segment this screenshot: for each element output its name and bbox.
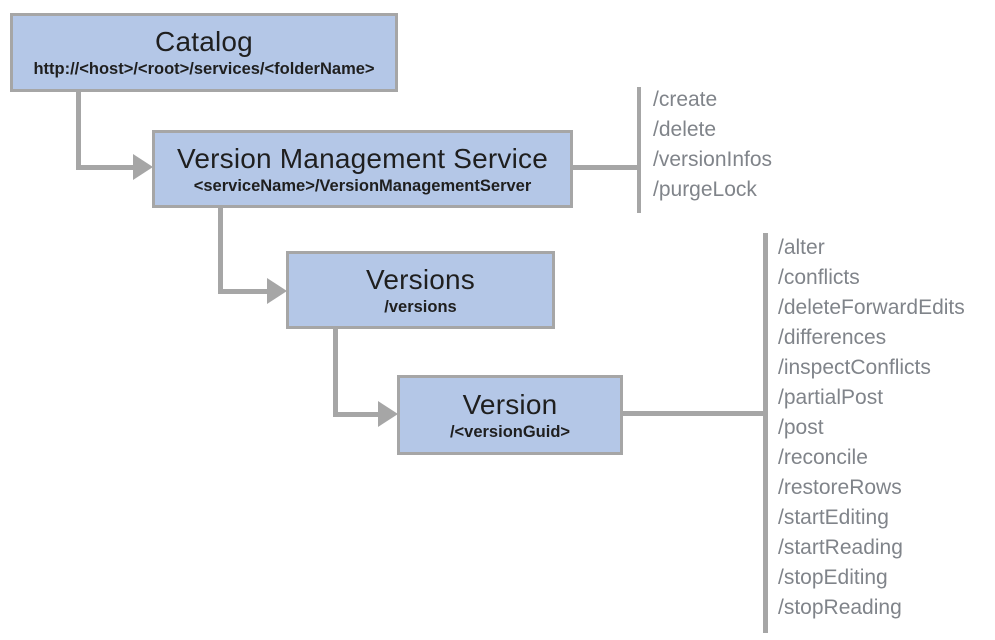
node-catalog-title: Catalog — [155, 26, 253, 57]
version-operations-list: /alter/conflicts/deleteForwardEdits/diff… — [778, 233, 965, 623]
connector-vms-operations — [571, 165, 640, 170]
operation-item: /startEditing — [778, 506, 889, 529]
operation-item: /conflicts — [778, 266, 860, 289]
vms-operations-list: /create/delete/versionInfos/purgeLock — [653, 85, 772, 205]
connector-version-operations — [621, 411, 766, 416]
node-versions-title: Versions — [366, 263, 475, 295]
operation-item: /inspectConflicts — [778, 356, 931, 379]
operation-item: /post — [778, 416, 824, 439]
operation-item: /startReading — [778, 536, 903, 559]
operation-item: /stopEditing — [778, 566, 888, 589]
operation-item: /differences — [778, 326, 887, 349]
operations-bracket-version — [763, 233, 768, 633]
node-vms-title: Version Management Service — [177, 142, 548, 174]
node-vms-url: <serviceName>/VersionManagementServer — [193, 176, 532, 195]
node-version: Version /<versionGuid> — [397, 375, 623, 455]
operation-item: /purgeLock — [653, 178, 757, 201]
node-catalog-url: http://<host>/<root>/services/<folderNam… — [33, 60, 375, 78]
connector-vms-versions-horizontal — [218, 289, 270, 294]
connector-vms-versions-vertical — [218, 205, 223, 294]
operation-item: /partialPost — [778, 386, 884, 409]
connector-catalog-vms-vertical — [76, 90, 81, 170]
connector-versions-version-horizontal — [333, 412, 381, 417]
operation-item: /reconcile — [778, 446, 868, 469]
arrowhead-into-version-icon — [378, 401, 398, 427]
operation-item: /delete — [653, 118, 717, 141]
arrowhead-into-vms-icon — [133, 154, 153, 180]
operation-item: /stopReading — [778, 596, 902, 619]
node-versions: Versions /versions — [286, 251, 555, 329]
node-version-management-service: Version Management Service <serviceName>… — [152, 130, 573, 208]
operation-item: /deleteForwardEdits — [778, 296, 965, 319]
node-version-title: Version — [462, 388, 558, 420]
operation-item: /alter — [778, 236, 825, 259]
node-versions-url: /versions — [384, 297, 457, 316]
operation-item: /create — [653, 88, 718, 111]
connector-catalog-vms-horizontal — [76, 165, 134, 170]
operations-bracket-vms — [637, 87, 641, 213]
operation-item: /versionInfos — [653, 148, 773, 171]
node-catalog: Catalog http://<host>/<root>/services/<f… — [10, 13, 398, 92]
operation-item: /restoreRows — [778, 476, 902, 499]
arrowhead-into-versions-icon — [267, 278, 287, 304]
connector-versions-version-vertical — [333, 327, 338, 417]
node-version-url: /<versionGuid> — [449, 422, 571, 441]
